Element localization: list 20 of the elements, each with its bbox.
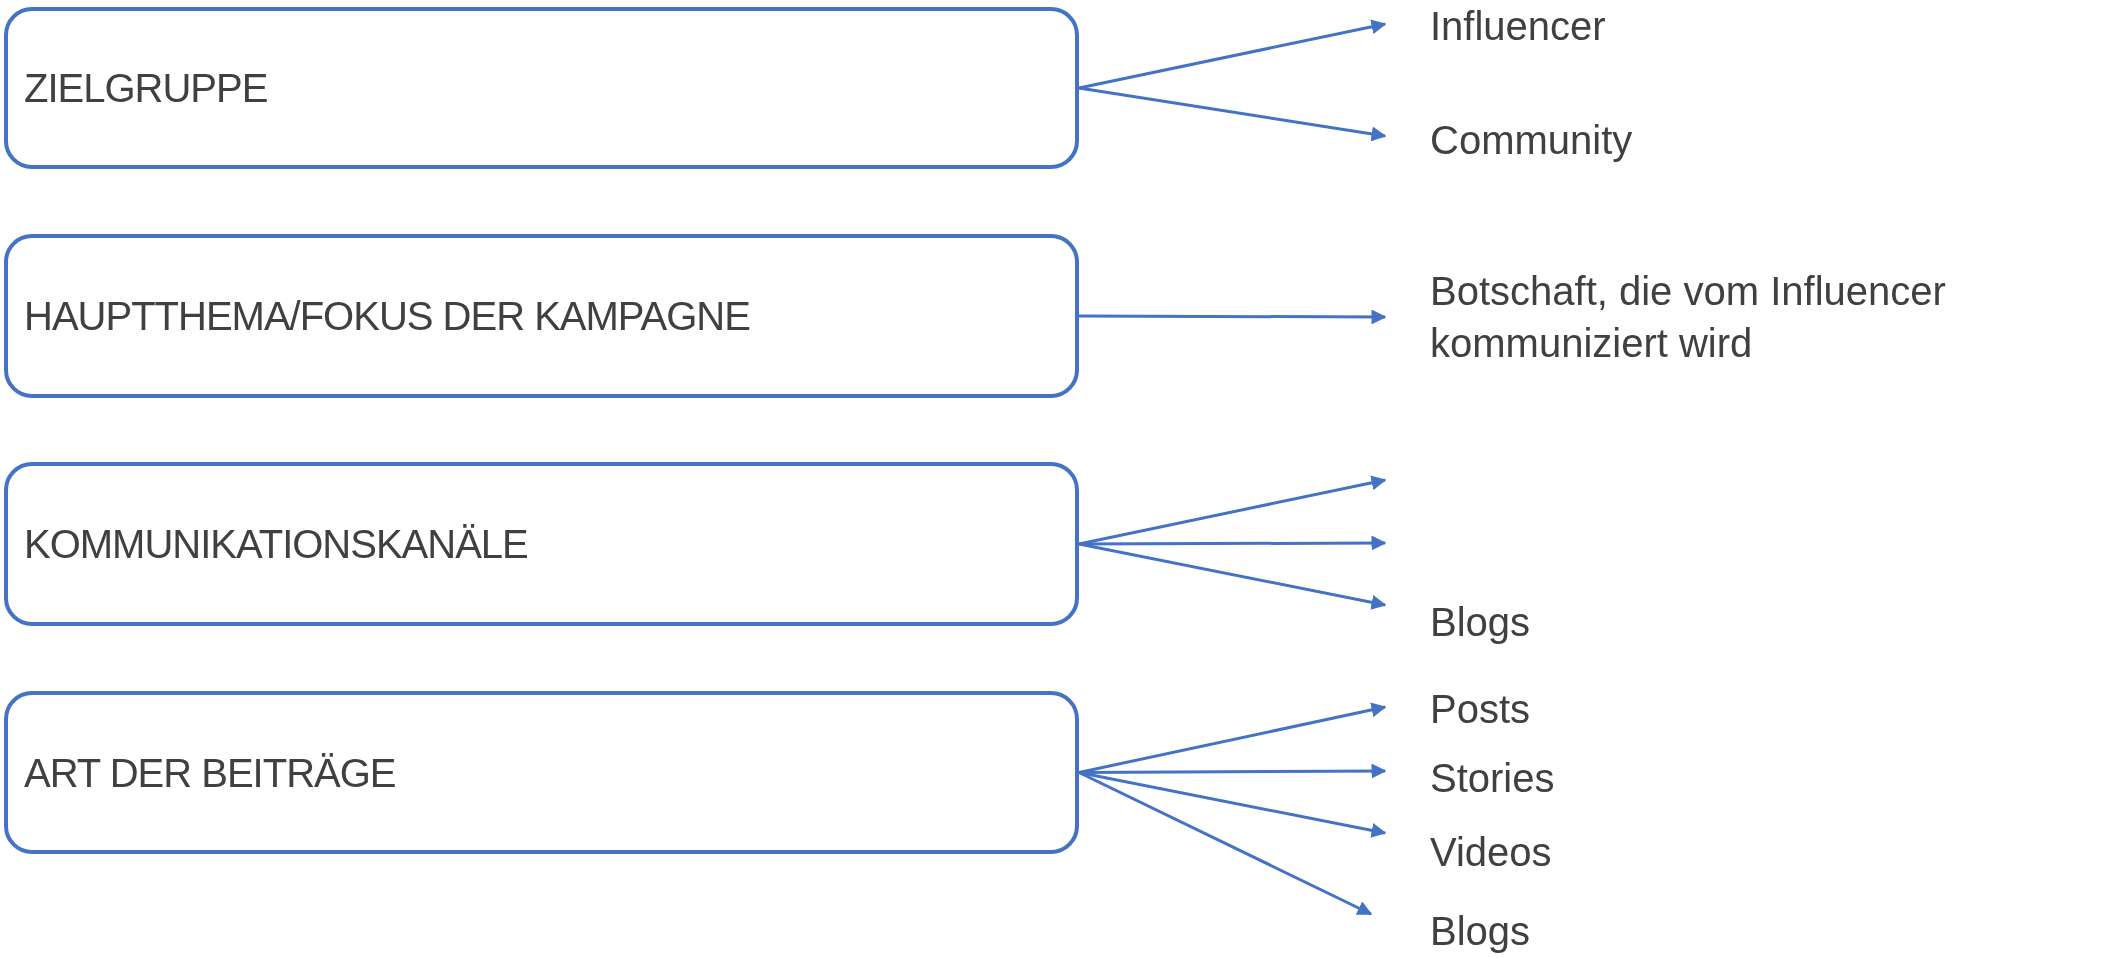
item-label: Stories (1430, 752, 1730, 804)
arrow (1078, 702, 1387, 774)
item-label: Blogs (1430, 905, 1730, 957)
item-label: Posts (1430, 683, 1730, 735)
category-box: KOMMUNIKATIONSKANÄLE (4, 462, 1079, 626)
category-box: ART DER BEITRÄGE (4, 691, 1079, 854)
item-label: Influencer (1430, 0, 1730, 52)
arrow (1078, 542, 1387, 610)
item-label: Blogs (1430, 596, 1730, 648)
arrow (1078, 86, 1387, 142)
arrow (1079, 535, 1387, 551)
item-label: Community (1430, 114, 1730, 166)
arrow (1079, 309, 1387, 325)
arrow (1078, 771, 1387, 838)
item-label: Botschaft, die vom Influencer kommuniziert wird (1430, 254, 2100, 380)
arrow (1078, 19, 1387, 90)
category-box: ZIELGRUPPE (4, 7, 1079, 169)
category-box: HAUPTTHEMA/FOKUS DER KAMPAGNE (4, 234, 1079, 398)
arrow (1078, 771, 1373, 916)
item-label: Videos (1430, 826, 1730, 878)
